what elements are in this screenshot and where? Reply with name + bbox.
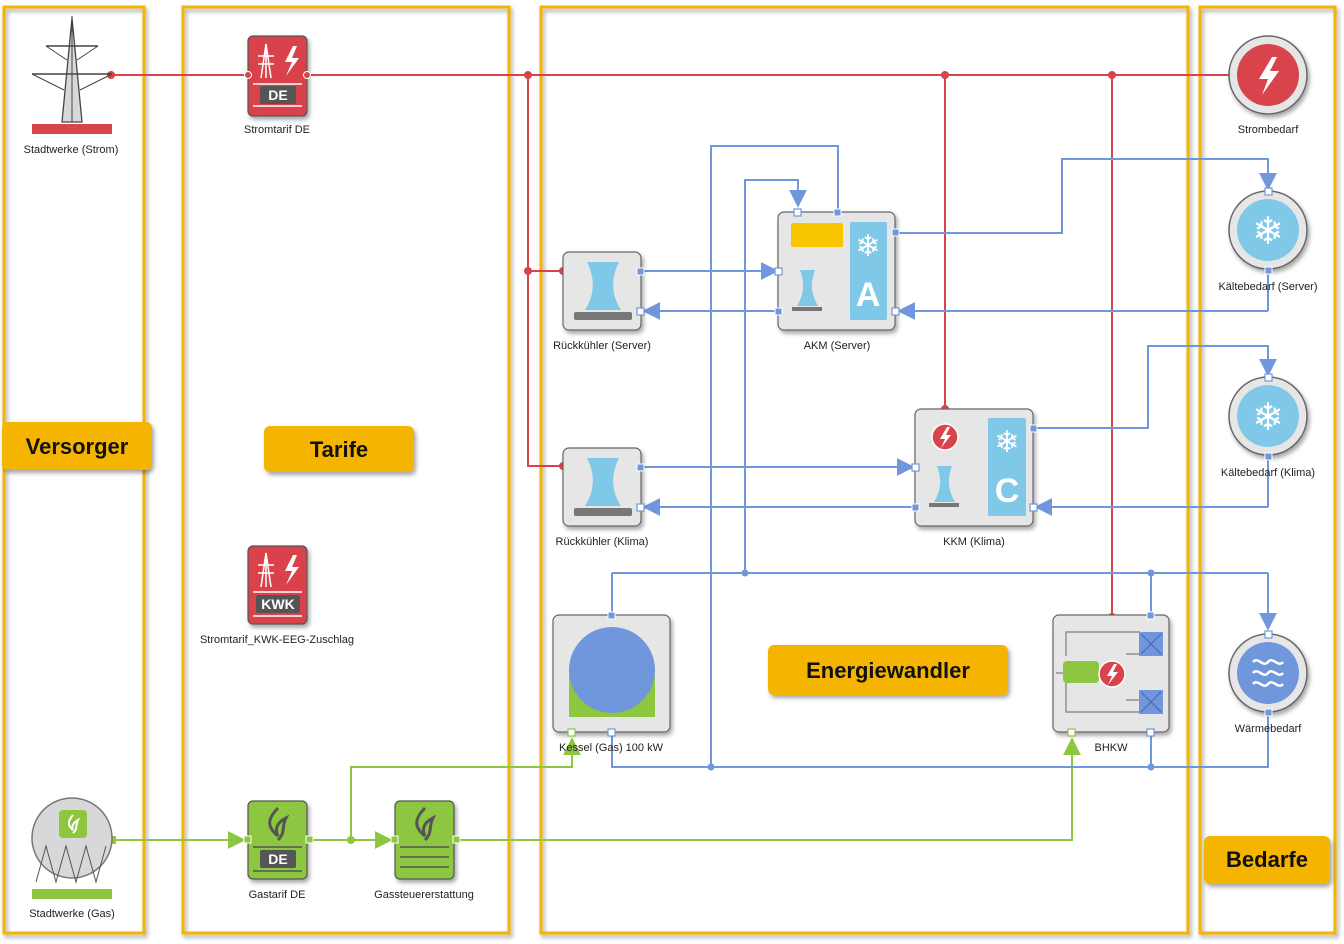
stadtwerke-strom-node[interactable]: Stadtwerke (Strom) (24, 16, 119, 156)
bhkw-label: BHKW (1095, 742, 1129, 754)
group-title-energiewandler: Energiewandler (768, 645, 1008, 695)
de-badge-bg (260, 86, 296, 104)
kaelte-klima-node[interactable]: ❄ Kältebedarf (Klima) (1221, 373, 1315, 479)
snowflake-icon: ❄ (994, 426, 1019, 459)
gastarif-de-node[interactable]: DE Gastarif DE (243, 800, 314, 901)
cold-demand-icon (1237, 385, 1299, 447)
kaelte-server-label: Kältebedarf (Server) (1218, 281, 1317, 293)
cooling-tower-icon (934, 466, 955, 502)
bedarfe-title: Bedarfe (1226, 847, 1308, 872)
thermal-junctions (707, 569, 1155, 771)
waermebedarf-label: Wärmebedarf (1235, 723, 1303, 735)
cooling-tower-icon (585, 262, 621, 310)
rueckkuehler-klima-label: Rückkühler (Klima) (556, 536, 649, 548)
group-title-bedarfe: Bedarfe (1204, 836, 1330, 884)
akm-badge: A (856, 276, 881, 314)
pylon-bolt-icon (253, 552, 302, 617)
pylon-bolt-icon (253, 43, 302, 107)
snowflake-icon: ❄ (855, 230, 880, 263)
absorption-chiller-panel (850, 222, 887, 320)
snowflake-icon: ❄ (1252, 211, 1284, 253)
kessel-label: Kessel (Gas) 100 kW (559, 742, 664, 754)
energiewandler-title: Energiewandler (806, 658, 970, 683)
strombedarf-node[interactable]: Strombedarf (1228, 35, 1308, 136)
thermal-lines (611, 145, 1277, 768)
gassteuer-label: Gassteuererstattung (374, 889, 474, 901)
stadtwerke-strom-label: Stadtwerke (Strom) (24, 144, 119, 156)
chp-schematic-icon (1056, 631, 1140, 713)
stadtwerke-gas-node[interactable]: Stadtwerke (Gas) (29, 797, 115, 920)
kessel-node[interactable]: Kessel (Gas) 100 kW (552, 611, 671, 754)
flame-icon (400, 806, 449, 868)
compression-chiller-panel (988, 418, 1026, 516)
versorger-title: Versorger (26, 434, 129, 459)
group-title-versorger: Versorger (2, 422, 152, 470)
cooling-tower-icon (797, 270, 818, 306)
bhkw-node[interactable]: BHKW (1052, 611, 1170, 754)
rueckkuehler-server-node[interactable]: Rückkühler (Server) (553, 251, 651, 352)
tarife-frame (181, 5, 511, 935)
power-pylon-icon (31, 16, 113, 134)
waermebedarf-node[interactable]: Wärmebedarf (1228, 630, 1308, 735)
strombedarf-label: Strombedarf (1238, 124, 1299, 136)
gas-tank-icon (31, 797, 113, 899)
stromtarif-kwk-node[interactable]: KWK Stromtarif_KWK-EEG-Zuschlag (200, 545, 354, 646)
stromtarif-de-badge: DE (268, 87, 287, 103)
gas-lines (113, 737, 1081, 849)
cooling-tower-icon (585, 458, 621, 506)
akm-server-node[interactable]: ❄ A AKM (Server) (774, 208, 900, 352)
snowflake-icon: ❄ (1252, 397, 1284, 439)
stromtarif-kwk-badge: KWK (261, 596, 294, 612)
flame-icon (253, 806, 302, 872)
energiewandler-frame (539, 5, 1190, 935)
gassteuer-node[interactable]: Gassteuererstattung (374, 800, 474, 901)
electric-junctions (107, 71, 1236, 621)
bedarfe-frame (1198, 5, 1337, 935)
kkm-klima-node[interactable]: ❄ C KKM (Klima) (911, 408, 1038, 548)
de-badge-bg (260, 850, 296, 868)
kaelte-klima-label: Kältebedarf (Klima) (1221, 467, 1315, 479)
boiler-icon (569, 627, 655, 713)
kwk-badge-bg (256, 595, 300, 613)
tarife-title: Tarife (310, 437, 368, 462)
gastarif-de-label: Gastarif DE (249, 889, 306, 901)
cold-demand-icon (1237, 199, 1299, 261)
rueckkuehler-klima-node[interactable]: Rückkühler (Klima) (556, 447, 649, 548)
stadtwerke-gas-label: Stadtwerke (Gas) (29, 908, 115, 920)
engine-icon (1063, 661, 1099, 683)
gastarif-de-badge: DE (268, 851, 287, 867)
heat-input-icon (791, 223, 843, 247)
heat-waves-icon (1252, 659, 1284, 687)
rueckkuehler-server-label: Rückkühler (Server) (553, 340, 651, 352)
kaelte-server-node[interactable]: ❄ Kältebedarf (Server) (1218, 187, 1318, 293)
stromtarif-de-node[interactable]: DE Stromtarif DE (244, 35, 311, 136)
stromtarif-kwk-label: Stromtarif_KWK-EEG-Zuschlag (200, 634, 354, 646)
group-frames (2, 5, 1337, 935)
akm-server-label: AKM (Server) (804, 340, 871, 352)
kkm-badge: C (995, 472, 1020, 510)
electric-lines (111, 74, 1232, 617)
kkm-klima-label: KKM (Klima) (943, 536, 1005, 548)
stromtarif-de-label: Stromtarif DE (244, 124, 310, 136)
group-title-tarife: Tarife (264, 426, 414, 472)
